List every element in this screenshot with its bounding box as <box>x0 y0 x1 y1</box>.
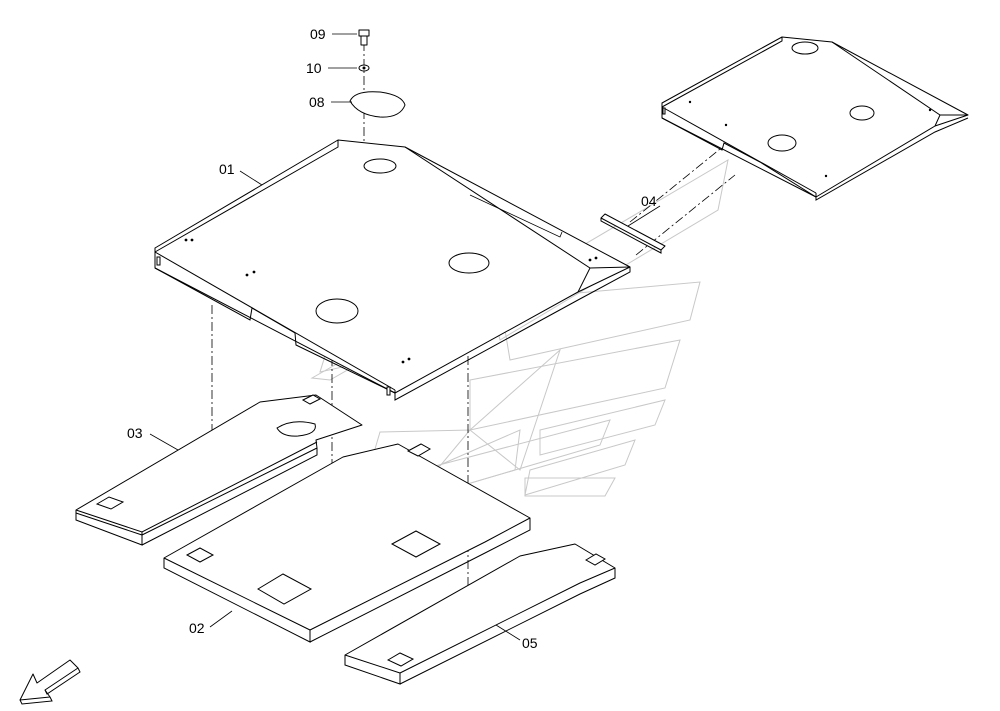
leader-lines <box>149 33 661 641</box>
callout-09: 09 <box>310 26 326 42</box>
callout-10: 10 <box>306 60 322 76</box>
callout-labels: 09 10 08 01 04 03 02 05 <box>127 26 657 651</box>
callout-01: 01 <box>219 161 235 177</box>
callout-02: 02 <box>189 620 205 636</box>
part-09-screw <box>358 29 370 46</box>
part-05-side-strip <box>344 543 616 685</box>
part-08-cover-plate <box>349 91 406 118</box>
callout-04: 04 <box>641 193 657 209</box>
part-01-floor-plate <box>154 139 631 401</box>
callout-05: 05 <box>522 635 538 651</box>
callout-08: 08 <box>309 94 325 110</box>
part-10-washer <box>358 64 370 72</box>
part-04-strip <box>600 213 666 254</box>
part-03-side-pad <box>75 394 363 546</box>
arrow-icon <box>19 659 81 705</box>
part-02-base-pad <box>163 443 531 643</box>
part-01-detail-view <box>661 36 969 201</box>
callout-03: 03 <box>127 425 143 441</box>
